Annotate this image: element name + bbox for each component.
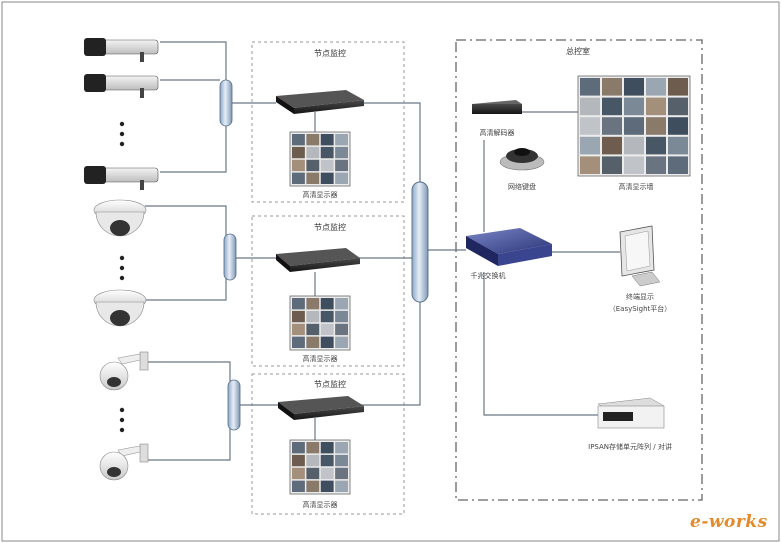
node-title-3: 节点监控	[314, 380, 346, 389]
video-wall	[577, 75, 691, 177]
dome-camera-1	[93, 199, 147, 237]
hd-decoder-label: 高清解码器	[479, 129, 515, 137]
bullet-camera-3	[84, 166, 159, 190]
node-title-2: 节点监控	[314, 223, 346, 232]
monitor-1	[289, 131, 351, 187]
storage-label: IPSAN存储单元阵列 / 对讲	[588, 443, 672, 451]
monitor-label-1: 高清显示器	[302, 191, 338, 199]
nvr-3	[278, 396, 364, 420]
node-region-3	[251, 373, 405, 515]
ptz-camera-2	[99, 443, 149, 481]
client-label-2: （EasySight平台）	[608, 305, 672, 313]
ptz-camera-1	[99, 351, 149, 391]
ellipsis-dots-3	[119, 407, 125, 433]
hub-3	[227, 379, 241, 431]
network-keyboard	[499, 148, 545, 171]
core-hub	[411, 181, 429, 303]
monitor-3	[289, 439, 351, 495]
brand-logo: e-works	[690, 512, 768, 532]
node-region-2	[251, 215, 405, 367]
client-monitor	[619, 225, 661, 287]
monitor-label-3: 高清显示器	[302, 501, 338, 509]
node-title-1: 节点监控	[314, 49, 346, 58]
video-wall-label: 高清显示墙	[618, 183, 654, 191]
hub-1	[219, 79, 233, 127]
ellipsis-dots-1	[119, 121, 125, 147]
core-switch	[466, 228, 552, 266]
bullet-camera-1	[84, 38, 159, 62]
hd-decoder	[472, 100, 522, 114]
monitor-label-2: 高清显示器	[302, 355, 338, 363]
storage-array	[597, 397, 665, 429]
control-room-region	[455, 39, 703, 501]
nvr-1	[276, 90, 364, 114]
control-room-title: 总控室	[566, 47, 590, 56]
bullet-camera-2	[84, 74, 159, 98]
dome-camera-2	[93, 289, 147, 327]
monitor-2	[289, 295, 351, 351]
connection-lines	[145, 41, 620, 461]
ellipsis-dots-2	[119, 255, 125, 281]
nvr-2	[276, 248, 360, 272]
client-label-1: 终端显示	[626, 293, 654, 301]
hub-2	[223, 233, 237, 281]
core-switch-label: 千兆交换机	[470, 272, 506, 280]
network-keyboard-label: 网络键盘	[508, 183, 536, 191]
